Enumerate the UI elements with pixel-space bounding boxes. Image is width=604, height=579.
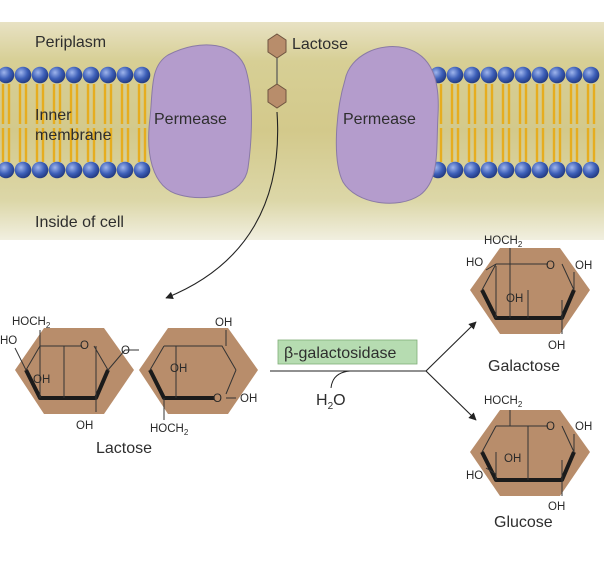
lipid-head bbox=[0, 66, 15, 84]
lipid-head bbox=[133, 66, 151, 84]
lipid-head bbox=[14, 66, 32, 84]
permease-right bbox=[335, 46, 439, 204]
glucose-hoch2-label: HOCH2 bbox=[484, 395, 523, 409]
lipid-head bbox=[48, 66, 66, 84]
lipid-head bbox=[116, 66, 134, 84]
inner-membrane-label-1: Inner bbox=[35, 107, 72, 124]
glucose-oh-ring: OH bbox=[504, 453, 521, 465]
lactose-transit-icon bbox=[267, 33, 287, 109]
lactose-name-label: Lactose bbox=[96, 440, 152, 457]
lipid-tails-left bbox=[1, 84, 147, 162]
lipid-head bbox=[65, 161, 83, 179]
lipid-head bbox=[82, 66, 100, 84]
glucose-ring-o: O bbox=[546, 421, 555, 433]
arrow-to-galactose bbox=[425, 321, 477, 372]
glucose-oh-right: OH bbox=[575, 421, 592, 433]
lipid-head bbox=[531, 66, 549, 84]
lactose-hoch2-bottom-label: HOCH2 bbox=[150, 423, 189, 437]
lipid-head bbox=[82, 161, 100, 179]
lipid-head bbox=[116, 161, 134, 179]
lipid-head bbox=[65, 66, 83, 84]
galactose-molecule bbox=[470, 248, 590, 334]
lactose-ring-o-2: O bbox=[213, 393, 222, 405]
permease-left-label: Permease bbox=[154, 111, 227, 128]
lipid-heads bbox=[0, 66, 600, 179]
lactose-hoch2-label: HOCH2 bbox=[12, 316, 51, 330]
enzyme-label: β-galactosidase bbox=[284, 345, 396, 362]
lipid-head bbox=[514, 66, 532, 84]
lipid-head bbox=[565, 66, 583, 84]
lactose-oh-top: OH bbox=[215, 317, 232, 329]
lipid-head bbox=[99, 161, 117, 179]
glucose-ho-label: HO bbox=[466, 470, 483, 482]
lipid-head bbox=[31, 161, 49, 179]
enzyme-highlight bbox=[277, 339, 418, 365]
permease-left bbox=[148, 44, 252, 199]
permease-right-label: Permease bbox=[343, 111, 416, 128]
lactose-transit-label: Lactose bbox=[292, 36, 348, 53]
galactose-ho-label: HO bbox=[466, 257, 483, 269]
lipid-head bbox=[31, 66, 49, 84]
glucose-molecule bbox=[470, 410, 590, 496]
lactose-oh-ring-2: OH bbox=[170, 363, 187, 375]
lactose-oh-bottom: OH bbox=[76, 420, 93, 432]
inside-of-cell-label: Inside of cell bbox=[35, 214, 124, 231]
water-hook bbox=[330, 370, 351, 389]
galactose-oh-bottom: OH bbox=[548, 340, 565, 352]
lactose-ho-label: HO bbox=[0, 335, 17, 347]
water-label: H2O bbox=[316, 392, 346, 412]
glucose-oh-bottom: OH bbox=[548, 501, 565, 513]
lipid-head bbox=[531, 161, 549, 179]
lipid-head bbox=[480, 66, 498, 84]
lactose-oh-ring-1: OH bbox=[33, 374, 50, 386]
import-arrow bbox=[165, 111, 279, 299]
lipid-head bbox=[514, 161, 532, 179]
galactose-oh-ring: OH bbox=[506, 293, 523, 305]
glucose-name-label: Glucose bbox=[494, 514, 553, 531]
lipid-head bbox=[480, 161, 498, 179]
lipid-head bbox=[548, 161, 566, 179]
lipid-head bbox=[446, 66, 464, 84]
lactose-oh-right: OH bbox=[240, 393, 257, 405]
lipid-head bbox=[14, 161, 32, 179]
lipid-head bbox=[463, 66, 481, 84]
lipid-head bbox=[48, 161, 66, 179]
lipid-head bbox=[133, 161, 151, 179]
lipid-head bbox=[99, 66, 117, 84]
lipid-head bbox=[565, 161, 583, 179]
inner-membrane-label-2: membrane bbox=[35, 127, 112, 144]
lactose-molecule bbox=[14, 328, 258, 420]
galactose-oh-right: OH bbox=[575, 260, 592, 272]
lipid-head bbox=[497, 161, 515, 179]
galactose-name-label: Galactose bbox=[488, 358, 560, 375]
lipid-head bbox=[446, 161, 464, 179]
lipid-head bbox=[463, 161, 481, 179]
arrow-to-glucose bbox=[425, 370, 477, 421]
periplasm-label: Periplasm bbox=[35, 34, 106, 51]
lipid-head bbox=[548, 66, 566, 84]
lipid-head bbox=[0, 161, 15, 179]
galactose-ring-o: O bbox=[546, 260, 555, 272]
lipid-head bbox=[497, 66, 515, 84]
lactose-linkage-o: O bbox=[121, 345, 130, 357]
lactose-ring-o-1: O bbox=[80, 340, 89, 352]
lipid-head bbox=[582, 66, 600, 84]
galactose-hoch2-label: HOCH2 bbox=[484, 235, 523, 249]
lipid-head bbox=[582, 161, 600, 179]
lipid-tails-right bbox=[433, 84, 596, 162]
